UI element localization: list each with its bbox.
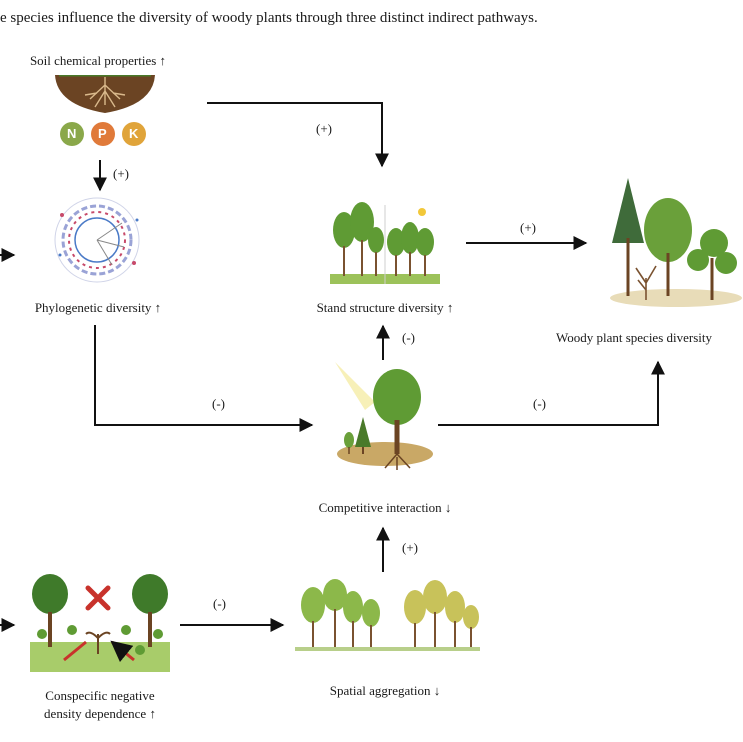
phylogenetic-tree-illustration: [54, 197, 140, 283]
page-title: e species influence the diversity of woo…: [0, 10, 538, 26]
node-woody-plant-species-diversity: Woody plant species diversity: [556, 330, 713, 345]
npk-badges: N P K: [58, 120, 148, 148]
node-spatial-aggregation: Spatial aggregation ↓: [329, 683, 441, 698]
edge-label-competitive-to-woody: (-): [533, 396, 546, 411]
arrow-soil-to-stand: [207, 102, 389, 168]
node-phylogenetic-diversity: Phylogenetic diversity ↑: [34, 300, 162, 315]
node-stand-structure-diversity: Stand structure diversity ↑: [316, 300, 454, 315]
edge-label-stand-to-woody: (+): [520, 220, 536, 235]
node-cndd-line1: Conspecific negative: [45, 688, 155, 703]
cndd-illustration: [30, 574, 170, 672]
node-cndd-line2: density dependence ↑: [44, 706, 156, 721]
edge-label-competitive-to-stand: (-): [402, 330, 415, 345]
soil-root-illustration: [55, 75, 155, 113]
edge-label-soil-to-phylo: (+): [113, 166, 129, 181]
node-competitive-interaction: Competitive interaction ↓: [318, 500, 452, 515]
edge-label-phylo-to-competitive: (-): [212, 396, 225, 411]
edge-label-soil-to-stand: (+): [316, 121, 332, 136]
nutrient-n-badge: N: [67, 126, 77, 141]
arrow-phylo-to-competitive: [94, 325, 314, 432]
node-soil-chemical-properties: Soil chemical properties ↑: [29, 53, 167, 68]
arrow-competitive-to-woody: [438, 360, 665, 426]
spatial-aggregation-illustration: [295, 579, 480, 651]
stand-structure-illustration: [330, 202, 440, 284]
woody-plants-illustration: [610, 178, 742, 307]
nutrient-k-badge: K: [129, 126, 139, 141]
edge-label-cndd-to-spatial: (-): [213, 596, 226, 611]
nutrient-p-badge: P: [98, 126, 107, 141]
competitive-interaction-illustration: [335, 362, 433, 470]
edge-label-spatial-to-competitive: (+): [402, 540, 418, 555]
